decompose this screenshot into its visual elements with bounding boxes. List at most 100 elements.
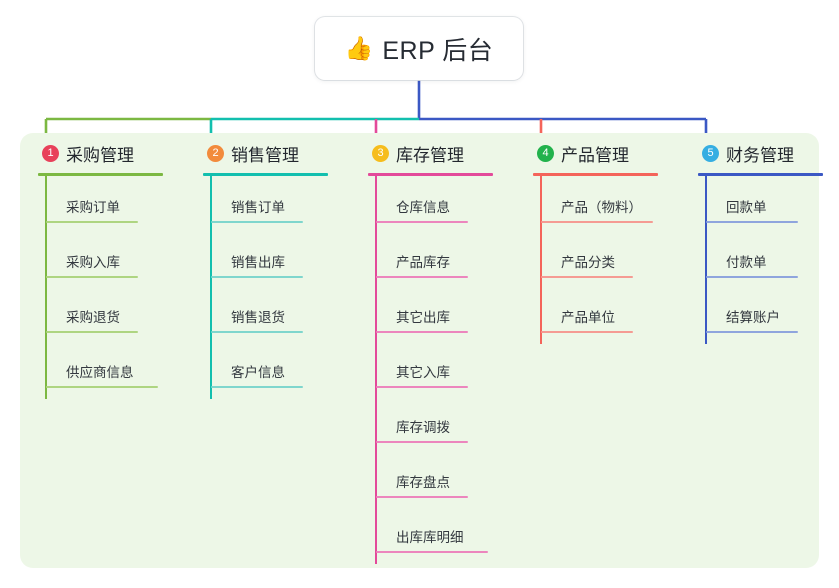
column-badge-2: 2: [207, 144, 224, 162]
menu-item-label: 采购退货: [66, 310, 120, 325]
menu-item-rule: [376, 496, 468, 498]
column-badge-5: 5: [702, 144, 719, 162]
menu-item-label: 产品分类: [561, 255, 615, 270]
menu-item-label: 回款单: [726, 200, 767, 215]
menu-item-rule: [541, 221, 653, 223]
column-header-rule-5: [698, 173, 823, 176]
menu-item-rule: [46, 276, 138, 278]
column-5: 5 财务管理回款单付款单结算账户: [698, 133, 839, 344]
menu-item-label: 其它入库: [396, 365, 450, 380]
diagram-panel: [20, 133, 819, 568]
menu-item-label: 采购入库: [66, 255, 120, 270]
menu-item[interactable]: 仓库信息: [368, 175, 533, 230]
menu-item-label: 其它出库: [396, 310, 450, 325]
column-header-rule-3: [368, 173, 493, 176]
menu-item-rule: [376, 551, 488, 553]
column-title-2: 销售管理: [231, 145, 299, 165]
menu-item-rule: [211, 386, 303, 388]
column-header-2[interactable]: 2 销售管理: [203, 133, 368, 173]
menu-item[interactable]: 其它出库: [368, 285, 533, 340]
column-title-3: 库存管理: [396, 145, 464, 165]
menu-item-rule: [211, 331, 303, 333]
column-2: 2 销售管理销售订单销售出库销售退货客户信息: [203, 133, 368, 399]
root-node-card[interactable]: 👍 ERP 后台: [315, 17, 523, 80]
column-title-4: 产品管理: [561, 145, 629, 165]
menu-item-rule: [46, 386, 158, 388]
menu-item[interactable]: 供应商信息: [38, 340, 203, 395]
menu-item[interactable]: 产品单位: [533, 285, 698, 340]
menu-item[interactable]: 结算账户: [698, 285, 839, 340]
menu-item-rule: [211, 276, 303, 278]
menu-item-rule: [46, 221, 138, 223]
column-spine-3: [375, 175, 377, 564]
column-title-1: 采购管理: [66, 145, 134, 165]
menu-item-label: 产品库存: [396, 255, 450, 270]
menu-item-label: 库存盘点: [396, 475, 450, 490]
column-header-1[interactable]: 1 采购管理: [38, 133, 203, 173]
column-spine-1: [45, 175, 47, 399]
menu-item-label: 采购订单: [66, 200, 120, 215]
menu-item[interactable]: 销售订单: [203, 175, 368, 230]
menu-item[interactable]: 产品库存: [368, 230, 533, 285]
menu-item-rule: [706, 331, 798, 333]
column-items-4: 产品（物料） 产品分类产品单位: [533, 175, 698, 340]
menu-item[interactable]: 采购入库: [38, 230, 203, 285]
menu-item[interactable]: 付款单: [698, 230, 839, 285]
menu-item-label: 付款单: [726, 255, 767, 270]
menu-item-rule: [706, 276, 798, 278]
menu-item-rule: [376, 276, 468, 278]
thumbs-up-icon: 👍: [344, 35, 374, 61]
menu-item-label: 销售订单: [231, 200, 285, 215]
menu-item-label: 结算账户: [726, 310, 780, 325]
column-header-5[interactable]: 5 财务管理: [698, 133, 839, 173]
menu-item-rule: [541, 331, 633, 333]
column-header-rule-1: [38, 173, 163, 176]
menu-item-rule: [211, 221, 303, 223]
menu-item[interactable]: 采购退货: [38, 285, 203, 340]
menu-item-label: 仓库信息: [396, 200, 450, 215]
menu-item-label: 库存调拨: [396, 420, 450, 435]
menu-item[interactable]: 采购订单: [38, 175, 203, 230]
menu-item[interactable]: 销售出库: [203, 230, 368, 285]
column-header-rule-4: [533, 173, 658, 176]
column-1: 1 采购管理采购订单采购入库采购退货供应商信息: [38, 133, 203, 399]
column-spine-4: [540, 175, 542, 344]
column-badge-3: 3: [372, 144, 389, 162]
menu-item[interactable]: 其它入库: [368, 340, 533, 395]
menu-item[interactable]: 出库库明细: [368, 505, 533, 560]
menu-item-label: 产品（物料）: [561, 200, 642, 215]
column-badge-1: 1: [42, 144, 59, 162]
menu-item[interactable]: 产品（物料）: [533, 175, 698, 230]
root-title: ERP 后台: [382, 36, 494, 65]
menu-item[interactable]: 客户信息: [203, 340, 368, 395]
column-spine-2: [210, 175, 212, 399]
menu-item-rule: [46, 331, 138, 333]
column-items-2: 销售订单销售出库销售退货客户信息: [203, 175, 368, 395]
column-spine-5: [705, 175, 707, 344]
menu-item[interactable]: 销售退货: [203, 285, 368, 340]
menu-item[interactable]: 库存调拨: [368, 395, 533, 450]
menu-item-label: 销售出库: [231, 255, 285, 270]
menu-item-rule: [376, 386, 468, 388]
menu-item-rule: [376, 441, 468, 443]
menu-item-rule: [706, 221, 798, 223]
menu-item-rule: [541, 276, 633, 278]
menu-item-rule: [376, 221, 468, 223]
menu-item-label: 出库库明细: [396, 530, 464, 545]
column-header-3[interactable]: 3 库存管理: [368, 133, 533, 173]
column-items-5: 回款单付款单结算账户: [698, 175, 839, 340]
menu-item[interactable]: 库存盘点: [368, 450, 533, 505]
column-items-1: 采购订单采购入库采购退货供应商信息: [38, 175, 203, 395]
column-title-5: 财务管理: [726, 145, 794, 165]
menu-item-label: 产品单位: [561, 310, 615, 325]
root-node-content: 👍 ERP 后台: [345, 31, 494, 67]
column-items-3: 仓库信息产品库存其它出库其它入库库存调拨库存盘点出库库明细: [368, 175, 533, 560]
menu-item[interactable]: 回款单: [698, 175, 839, 230]
menu-item-label: 销售退货: [231, 310, 285, 325]
menu-item[interactable]: 产品分类: [533, 230, 698, 285]
menu-item-label: 供应商信息: [66, 365, 134, 380]
column-3: 3 库存管理仓库信息产品库存其它出库其它入库库存调拨库存盘点出库库明细: [368, 133, 533, 564]
